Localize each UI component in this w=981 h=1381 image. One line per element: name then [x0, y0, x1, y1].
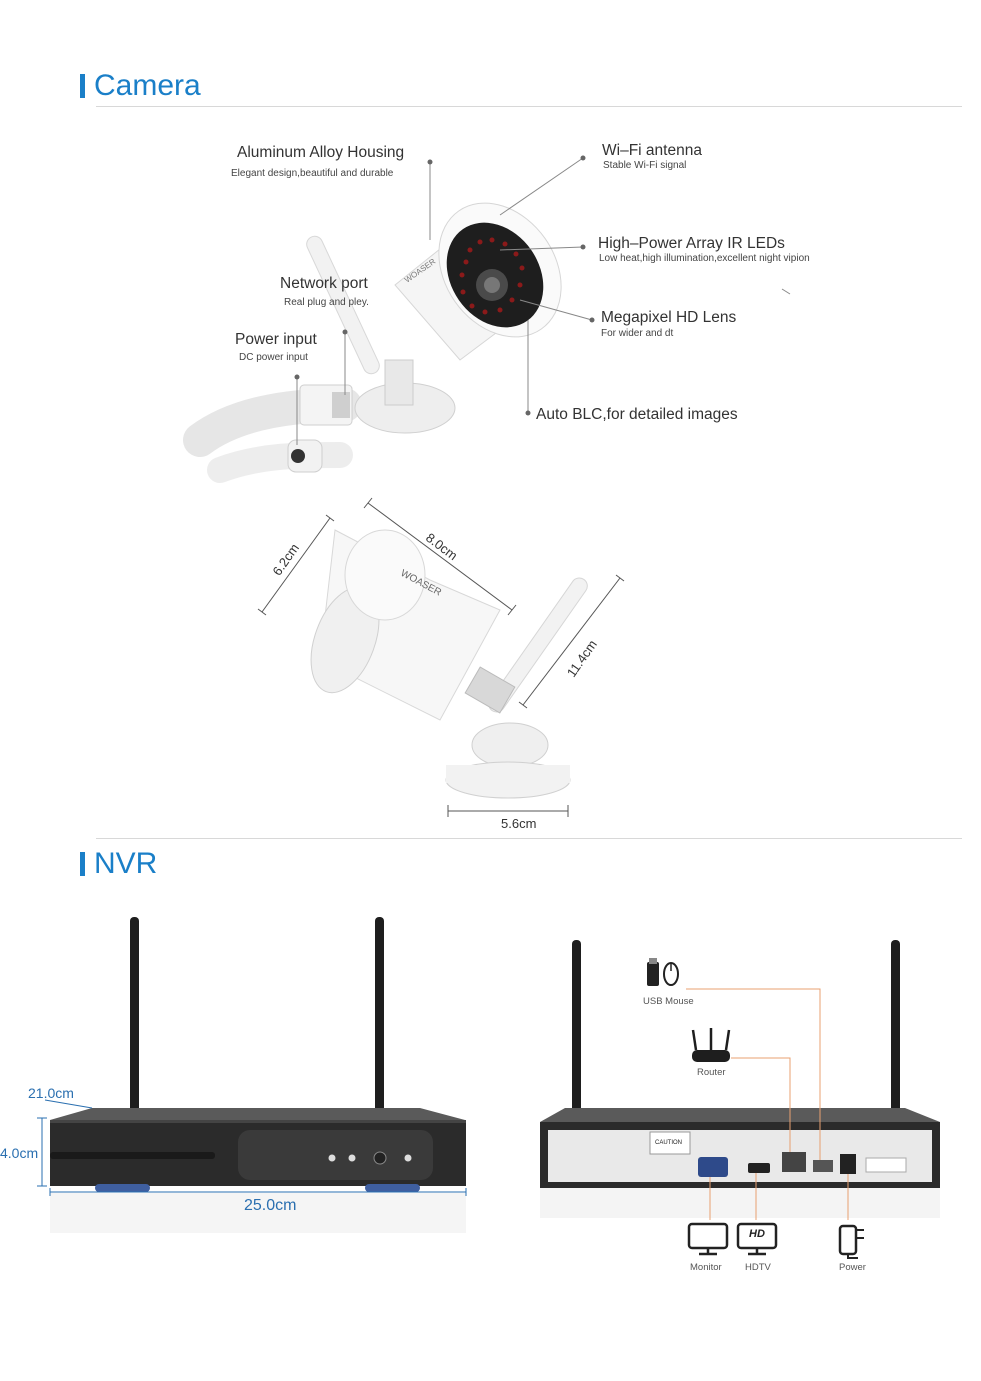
nvr-section-marker [80, 852, 85, 876]
monitor-icon [687, 1222, 729, 1256]
nvr-section-top-divider [96, 838, 962, 839]
ir-callout-title: High–Power Array IR LEDs [598, 235, 785, 252]
nvr-dim-height: 4.0cm [0, 1145, 39, 1161]
camera-section-marker [80, 74, 85, 98]
power-callout-sub: DC power input [239, 352, 308, 363]
camera-section-title: Camera [94, 69, 201, 102]
camera-dim-base: 5.6cm [501, 816, 537, 831]
ir-callout-sub: Low heat,high illumination,excellent nig… [599, 253, 810, 264]
nvr-section-title: NVR [94, 847, 158, 880]
camera-section-divider [96, 106, 962, 107]
housing-callout-sub: Elegant design,beautiful and durable [231, 168, 394, 179]
router-icon [691, 1028, 731, 1062]
network-callout-title: Network port [280, 275, 368, 292]
hdtv-label: HDTV [745, 1262, 771, 1273]
camera-illustration: WOASER [183, 155, 791, 483]
usb-mouse-label: USB Mouse [643, 996, 694, 1007]
router-label: Router [697, 1067, 726, 1078]
lens-callout-sub: For wider and dt [601, 328, 674, 339]
power-callout-title: Power input [235, 331, 317, 348]
hd-badge-label: HD [749, 1228, 765, 1240]
hdtv-icon [736, 1222, 778, 1256]
monitor-label: Monitor [690, 1262, 722, 1273]
network-callout-sub: Real plug and pley. [284, 297, 369, 308]
antenna-callout-sub: Stable Wi-Fi signal [603, 160, 687, 171]
lens-callout-title: Megapixel HD Lens [601, 309, 737, 326]
nvr-dim-width: 25.0cm [244, 1197, 297, 1214]
camera-dimension-illustration: WOASER [257, 497, 625, 817]
housing-callout-title: Aluminum Alloy Housing [237, 144, 405, 161]
nvr-dim-depth: 21.0cm [28, 1085, 74, 1101]
power-adapter-icon [838, 1224, 864, 1259]
mouse-icon [663, 962, 679, 986]
usb-drive-icon [647, 958, 659, 986]
blc-callout-title: Auto BLC,for detailed images [536, 406, 738, 423]
power-label: Power [839, 1262, 866, 1273]
caution-label: CAUTION [655, 1140, 682, 1146]
antenna-callout-title: Wi–Fi antenna [602, 142, 702, 159]
